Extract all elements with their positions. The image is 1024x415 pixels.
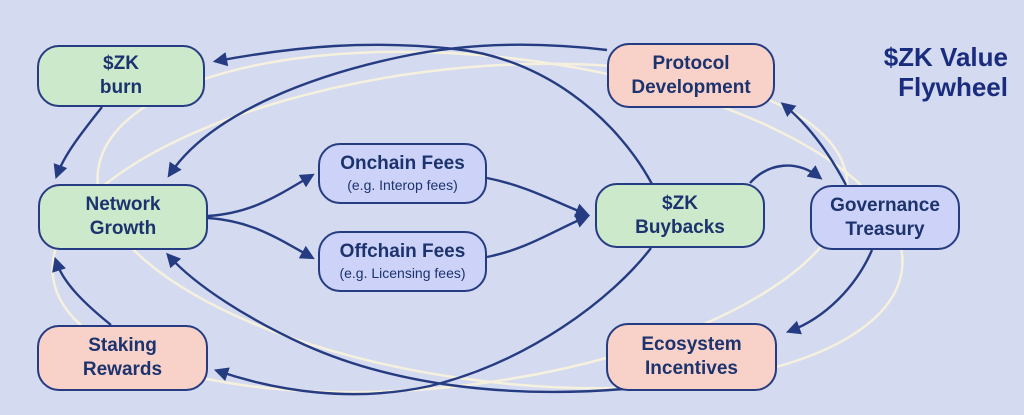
edge-ecosystem-incentives-to-network-growth bbox=[166, 252, 625, 394]
node-onchain-fees: Onchain Fees (e.g. Interop fees) bbox=[318, 143, 487, 204]
edge-network-growth-to-onchain-fees bbox=[207, 173, 315, 218]
node-label: Onchain Fees bbox=[340, 153, 465, 175]
node-label: Protocol bbox=[652, 52, 730, 74]
edge-network-growth-to-offchain-fees bbox=[207, 216, 315, 260]
edge-protocol-development-to-network-growth bbox=[167, 43, 608, 178]
node-label: Ecosystem bbox=[641, 334, 742, 356]
node-label: Offchain Fees bbox=[339, 241, 466, 263]
node-ecosystem-incentives: Ecosystem Incentives bbox=[606, 323, 777, 391]
node-label: Rewards bbox=[82, 359, 163, 380]
edge-zk-buybacks-to-governance-treasury bbox=[749, 164, 823, 184]
node-label: Governance bbox=[830, 194, 940, 216]
node-label: Treasury bbox=[845, 218, 925, 240]
edge-offchain-fees-to-zk-buybacks bbox=[486, 214, 590, 259]
node-sublabel: (e.g. Licensing fees) bbox=[339, 265, 466, 282]
node-label: $ZK bbox=[662, 192, 698, 214]
node-label: Staking bbox=[88, 335, 157, 357]
diagram-title-line1: $ZK Value bbox=[883, 42, 1008, 72]
edge-governance-treasury-to-protocol-development bbox=[780, 102, 848, 186]
edge-onchain-fees-to-zk-buybacks bbox=[486, 176, 591, 218]
node-protocol-development: Protocol Development bbox=[607, 43, 775, 108]
edge-zk-buybacks-to-staking-rewards bbox=[213, 247, 652, 396]
node-governance-treasury: Governance Treasury bbox=[810, 185, 960, 250]
node-label: Development bbox=[631, 76, 751, 98]
diagram-title-line2: Flywheel bbox=[898, 72, 1008, 103]
edge-governance-treasury-to-ecosystem-incentives bbox=[785, 249, 874, 335]
node-sublabel: (e.g. Interop fees) bbox=[347, 177, 458, 194]
node-label: burn bbox=[99, 77, 143, 98]
node-label: Network bbox=[85, 194, 161, 216]
node-zk-buybacks: $ZK Buybacks bbox=[595, 183, 765, 248]
edge-zk-burn-to-network-growth bbox=[53, 106, 103, 180]
node-label: Buybacks bbox=[635, 216, 725, 238]
flywheel-ring-1 bbox=[51, 62, 849, 394]
edge-zk-buybacks-to-zk-burn bbox=[212, 43, 654, 185]
node-staking-rewards: Staking Rewards bbox=[37, 325, 208, 391]
node-label: Growth bbox=[89, 218, 157, 239]
node-network-growth: Network Growth bbox=[38, 184, 208, 250]
edge-staking-rewards-to-network-growth bbox=[52, 256, 112, 326]
node-label: Incentives bbox=[645, 358, 738, 379]
node-offchain-fees: Offchain Fees (e.g. Licensing fees) bbox=[318, 231, 487, 292]
diagram-title: $ZK Value Flywheel bbox=[848, 42, 1008, 103]
node-zk-burn: $ZK burn bbox=[37, 45, 205, 107]
flywheel-ring-2 bbox=[96, 50, 904, 390]
node-label: $ZK bbox=[103, 53, 139, 75]
